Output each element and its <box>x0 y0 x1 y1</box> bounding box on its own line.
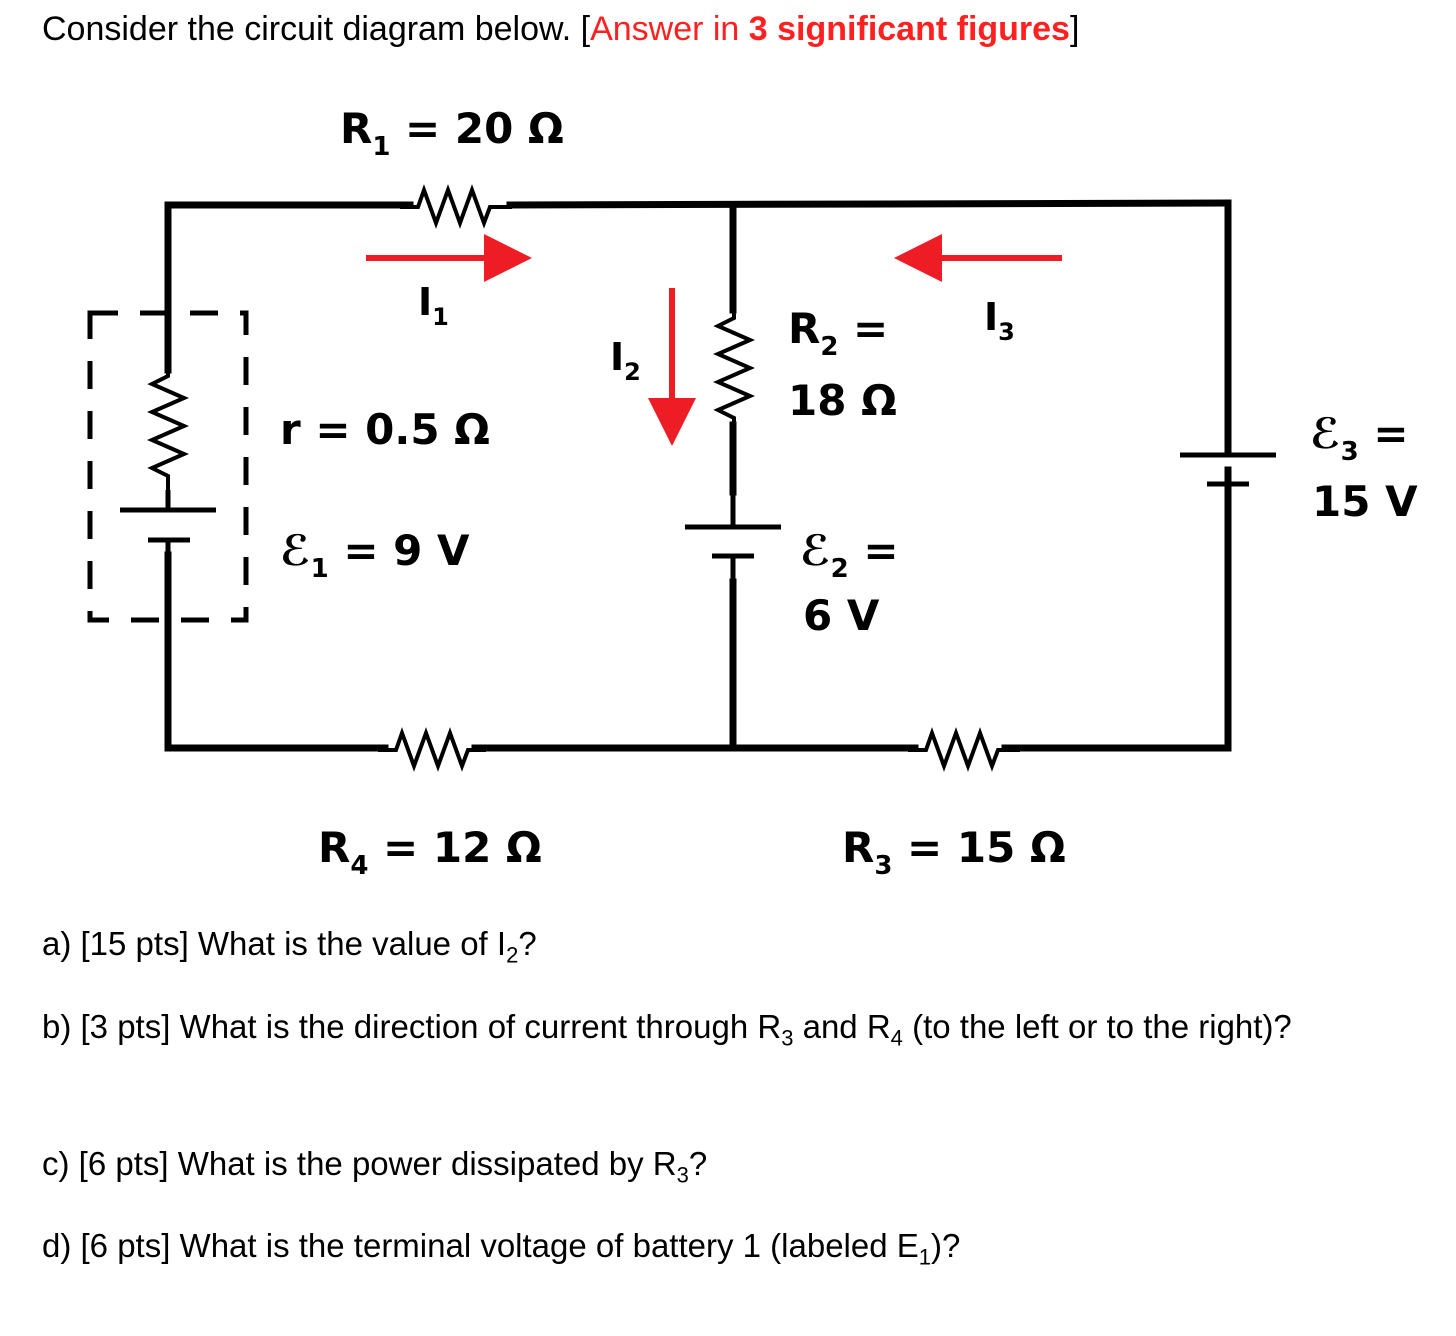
label-r3: R3 = 15 Ω <box>842 823 1066 881</box>
prompt-instruction-pre: Answer in <box>590 10 749 48</box>
circuit-wires <box>164 199 1232 752</box>
prompt-bracket-close: ] <box>1069 10 1080 48</box>
wire-top-right <box>506 199 1232 209</box>
prompt-bracket-open: [ <box>580 10 591 48</box>
label-e2-line2: 6 V <box>803 591 880 640</box>
question-a-end: ? <box>518 925 537 962</box>
label-r4: R4 = 12 Ω <box>318 823 542 881</box>
question-a-subscript: 2 <box>506 942 519 968</box>
question-b: b) [3 pts] What is the direction of curr… <box>42 1003 1342 1063</box>
question-c-subscript: 3 <box>676 1162 689 1188</box>
question-b-mid: and R <box>793 1008 891 1045</box>
question-c: c) [6 pts] What is the power dissipated … <box>42 1140 1422 1200</box>
question-b-text: b) [3 pts] What is the direction of curr… <box>42 1008 782 1045</box>
label-r2-line1: R2 = <box>788 304 888 362</box>
question-d-end: )? <box>931 1227 961 1264</box>
prompt-lead: Consider the circuit diagram below. <box>42 10 572 48</box>
battery-symbols <box>120 425 1276 590</box>
label-e3-line1: ℰ3 = <box>1310 409 1409 467</box>
circuit-diagram: R1 = 20 Ω I1 I2 I3 R2 = 18 Ω r = 0.5 Ω ℰ… <box>87 104 1418 881</box>
label-r2-line2: 18 Ω <box>788 376 897 425</box>
question-d: d) [6 pts] What is the terminal voltage … <box>42 1222 1422 1282</box>
question-d-subscript: 1 <box>918 1244 932 1270</box>
question-d-text: d) [6 pts] What is the terminal voltage … <box>42 1227 919 1264</box>
resistor-r1-symbol <box>400 184 512 229</box>
question-c-text: c) [6 pts] What is the power dissipated … <box>42 1145 677 1182</box>
battery-1-dashed-box <box>87 310 249 623</box>
label-i2: I2 <box>610 335 641 386</box>
label-e3-line2: 15 V <box>1312 477 1418 526</box>
question-c-end: ? <box>688 1145 708 1182</box>
question-a: a) [15 pts] What is the value of I2? <box>42 920 1422 980</box>
resistor-r3-symbol <box>908 727 1020 772</box>
question-b-subscript-1: 3 <box>781 1025 794 1051</box>
resistor-r2-symbol <box>713 305 755 430</box>
label-e2-line1: ℰ2 = <box>800 526 899 584</box>
current-arrows <box>366 234 1062 446</box>
label-internal-resistance: r = 0.5 Ω <box>280 405 490 454</box>
question-b-end: (to the left or to the right)? <box>902 1008 1292 1045</box>
label-r1: R1 = 20 Ω <box>340 104 564 162</box>
resistor-internal-r-symbol <box>147 365 189 492</box>
resistor-r4-symbol <box>378 727 486 772</box>
question-b-subscript-2: 4 <box>890 1025 903 1051</box>
question-a-text: a) [15 pts] What is the value of I <box>42 925 507 962</box>
problem-prompt: Consider the circuit diagram below. [Ans… <box>42 10 1079 49</box>
label-e1: ℰ1 = 9 V <box>280 526 470 584</box>
prompt-instruction-bold: 3 significant figures <box>748 10 1070 48</box>
label-i1: I1 <box>418 280 449 331</box>
label-i3: I3 <box>984 295 1015 346</box>
